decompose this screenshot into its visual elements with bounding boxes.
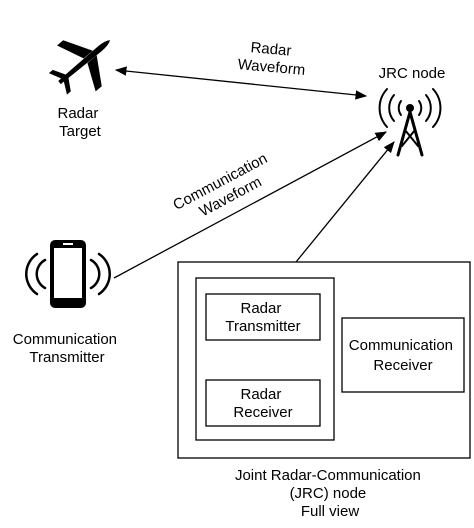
radar-receiver-box: [205, 379, 321, 427]
communication-transmitter-label: Communication Transmitter: [13, 331, 121, 366]
jrc-node-label: JRC node: [379, 65, 446, 82]
smartphone-icon: [25, 240, 111, 308]
jrc-caption: Joint Radar-Communication (JRC) node Ful…: [235, 467, 425, 520]
radar-waveform-arrow: [114, 66, 368, 100]
radar-transmitter-label: Radar Transmitter: [225, 300, 300, 335]
radar-target-label: Radar Target: [57, 105, 102, 140]
communication-waveform-arrow: [113, 131, 388, 279]
antenna-tower-icon: [378, 88, 442, 157]
airplane-icon: [48, 40, 111, 95]
communication-receiver-box: [341, 317, 465, 393]
jrc-uplink-arrow: [295, 141, 395, 263]
communication-receiver-label: Communication Receiver: [349, 337, 457, 374]
radar-waveform-label: Radar Waveform: [237, 38, 308, 79]
radar-receiver-label: Radar Receiver: [233, 386, 292, 421]
radar-transmitter-box: [205, 293, 321, 341]
